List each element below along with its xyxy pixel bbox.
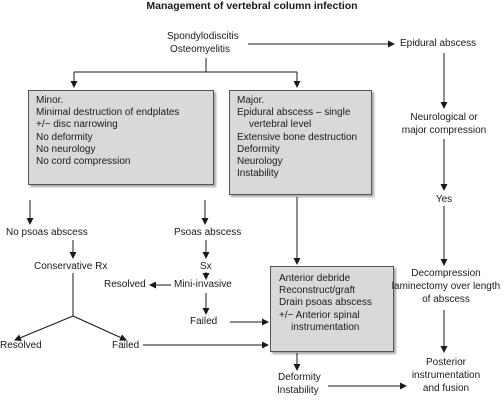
anterior-line-4: +/− Anterior spinal — [279, 309, 360, 321]
anterior-line-2: Reconstruct/graft — [279, 285, 356, 297]
node-psoas-abscess: Psoas abscess — [174, 227, 242, 238]
minor-line-1: Minor. — [36, 95, 64, 106]
node-deformity: Deformity — [278, 372, 321, 383]
node-mini-invasive: Mini-invasive — [174, 279, 232, 290]
node-failed-mid: Failed — [190, 316, 218, 327]
node-epidural-abscess: Epidural abscess — [400, 38, 477, 49]
node-neuro-compression-1: Neurological or — [410, 112, 478, 123]
anterior-line-3: Drain psoas abscess — [279, 297, 372, 309]
minor-line-3: +/− disc narrowing — [36, 119, 118, 131]
node-osteomyelitis: Osteomyelitis — [170, 44, 231, 55]
node-decompression-1: Decompression — [411, 268, 481, 279]
minor-box: Minor. Minimal destruction of endplates … — [28, 90, 214, 185]
minor-line-2: Minimal destruction of endplates — [36, 107, 180, 119]
node-yes: Yes — [435, 194, 453, 205]
node-neuro-compression-2: major compression — [401, 125, 487, 136]
anterior-box: Anterior debride Reconstruct/graft Drain… — [270, 266, 394, 352]
anterior-line-1: Anterior debride — [279, 273, 351, 284]
major-box: Major. Epidural abscess – single vertebr… — [229, 90, 372, 195]
node-decompression-3: of abscess — [422, 294, 470, 305]
node-failed-left: Failed — [112, 340, 140, 351]
major-line-2: Epidural abscess – single — [237, 107, 351, 119]
major-line-5: Deformity — [237, 143, 280, 155]
major-line-3: vertebral level — [249, 119, 312, 131]
node-no-psoas-abscess: No psoas abscess — [6, 227, 88, 238]
node-posterior-1: Posterior — [425, 357, 467, 368]
node-instability: Instability — [277, 385, 319, 396]
major-line-1: Major. — [237, 95, 265, 106]
node-resolved-left: Resolved — [0, 340, 42, 351]
node-conservative-rx: Conservative Rx — [34, 261, 108, 272]
node-resolved-mid: Resolved — [104, 279, 146, 290]
node-posterior-2: instrumentation — [411, 370, 481, 381]
node-posterior-3: and fusion — [422, 383, 470, 394]
minor-line-6: No cord compression — [36, 156, 131, 168]
node-decompression-2: laminectomy over length — [391, 281, 501, 292]
arrow-to-failed-left — [72, 315, 127, 341]
node-sx: Sx — [200, 261, 212, 272]
anterior-line-5: instrumentation — [291, 321, 360, 333]
minor-line-4: No deformity — [36, 131, 93, 143]
diagram-title: Management of vertebral column infection — [146, 0, 358, 12]
minor-line-5: No neurology — [36, 143, 96, 155]
major-line-7: Instability — [237, 168, 279, 180]
major-line-6: Neurology — [237, 156, 283, 168]
major-line-4: Extensive bone destruction — [237, 131, 358, 143]
node-spondylodiscitis: Spondylodiscitis — [167, 31, 239, 42]
arrow-to-resolved-left — [14, 315, 74, 341]
